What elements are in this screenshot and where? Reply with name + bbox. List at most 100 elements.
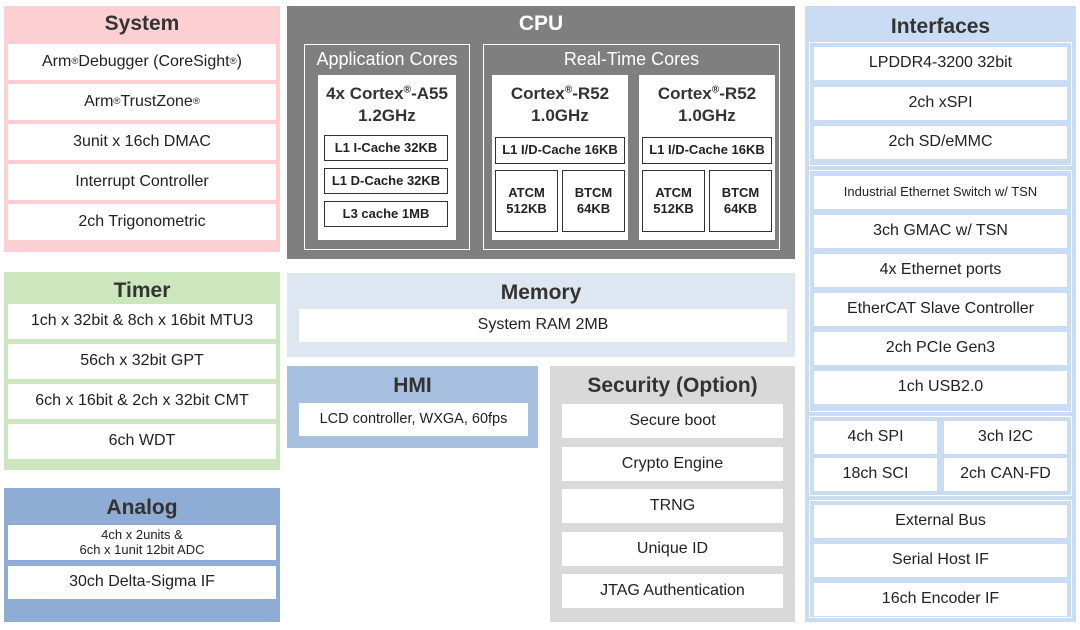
cortex-r52-name-post: -R52	[572, 84, 610, 103]
trng: TRNG	[562, 489, 783, 523]
jtag-authentication: JTAG Authentication	[562, 574, 783, 608]
lcd-controller: LCD controller, WXGA, 60fps	[299, 403, 528, 436]
cortex-r52-name-pre: Cortex	[657, 84, 712, 103]
cortex-a55-name-post: -A55	[411, 84, 448, 103]
analog-panel: Analog 4ch x 2units & 6ch x 1unit 12bit …	[4, 488, 280, 622]
cortex-r52-core: Cortex®-R52 1.0GHz L1 I/D-Cache 16KB ATC…	[639, 75, 775, 240]
can-fd: 2ch CAN-FD	[944, 458, 1067, 491]
ethernet-ports: 4x Ethernet ports	[814, 254, 1067, 287]
btcm: BTCM 64KB	[562, 170, 625, 232]
system-item-trustzone-text-mid: TrustZone	[120, 92, 193, 110]
timer-panel: Timer 1ch x 32bit & 8ch x 16bit MTU3 56c…	[4, 272, 280, 470]
system-item-debugger-text: Arm	[41, 52, 72, 70]
cortex-a55-name-pre: 4x Cortex	[326, 84, 404, 103]
security-title: Security (Option)	[587, 374, 758, 397]
system-panel: System Arm® Debugger (CoreSight®) Arm® T…	[4, 6, 280, 252]
atcm-size: 512KB	[653, 201, 694, 216]
btcm-size: 64KB	[576, 201, 611, 216]
i2c: 3ch I2C	[944, 421, 1067, 454]
analog-title: Analog	[106, 496, 178, 519]
serial-interfaces-group: 4ch SPI 3ch I2C 18ch SCI 2ch CAN-FD	[809, 416, 1072, 496]
cortex-r52-name-post: -R52	[719, 84, 757, 103]
interfaces-panel: Interfaces LPDDR4-3200 32bit 2ch xSPI 2c…	[805, 6, 1076, 622]
memory-title: Memory	[500, 281, 582, 304]
hmi-panel: HMI LCD controller, WXGA, 60fps	[287, 366, 538, 448]
system-title: System	[104, 12, 180, 35]
crypto-engine: Crypto Engine	[562, 447, 783, 481]
btcm-label: BTCM	[574, 184, 613, 200]
usb: 1ch USB2.0	[814, 371, 1067, 404]
system-item-trig: 2ch Trigonometric	[8, 204, 276, 240]
btcm-size: 64KB	[723, 201, 758, 216]
interfaces-title: Interfaces	[890, 15, 991, 38]
l1-icache: L1 I-Cache 32KB	[324, 135, 448, 161]
timer-item-mtu3: 1ch x 32bit & 8ch x 16bit MTU3	[8, 304, 276, 339]
real-time-cores-group: Real-Time Cores Cortex®-R52 1.0GHz L1 I/…	[483, 44, 780, 250]
system-ram: System RAM 2MB	[299, 309, 787, 342]
memory-panel: Memory System RAM 2MB	[287, 273, 795, 357]
bus-interfaces-group: External Bus Serial Host IF 16ch Encoder…	[809, 500, 1072, 618]
unique-id: Unique ID	[562, 532, 783, 566]
system-item-debugger-text-post: )	[236, 52, 242, 70]
cortex-r52-core: Cortex®-R52 1.0GHz L1 I/D-Cache 16KB ATC…	[492, 75, 628, 240]
analog-adc-line2: 6ch x 1unit 12bit ADC	[79, 541, 205, 557]
real-time-cores-title: Real-Time Cores	[563, 49, 700, 69]
network-interfaces-group: Industrial Ethernet Switch w/ TSN 3ch GM…	[809, 170, 1072, 412]
atcm-label: ATCM	[508, 184, 545, 200]
pcie: 2ch PCIe Gen3	[814, 332, 1067, 365]
cortex-r52-name: Cortex®-R52	[639, 84, 775, 104]
timer-title: Timer	[113, 279, 171, 302]
timer-item-gpt: 56ch x 32bit GPT	[8, 344, 276, 379]
serial-host-if: Serial Host IF	[814, 544, 1067, 577]
cortex-a55-name: 4x Cortex®-A55	[318, 84, 456, 104]
analog-item-adc: 4ch x 2units & 6ch x 1unit 12bit ADC	[8, 525, 276, 560]
cortex-a55-freq: 1.2GHz	[358, 106, 416, 125]
application-cores-group: Application Cores 4x Cortex®-A55 1.2GHz …	[304, 44, 470, 250]
system-item-debugger: Arm® Debugger (CoreSight®)	[8, 44, 276, 80]
secure-boot: Secure boot	[562, 404, 783, 438]
atcm-label: ATCM	[655, 184, 692, 200]
hmi-title: HMI	[393, 374, 432, 397]
lpddr4: LPDDR4-3200 32bit	[814, 47, 1067, 80]
timer-item-wdt: 6ch WDT	[8, 424, 276, 459]
system-item-interrupt: Interrupt Controller	[8, 164, 276, 200]
analog-item-delta-sigma: 30ch Delta-Sigma IF	[8, 566, 276, 599]
ethercat: EtherCAT Slave Controller	[814, 293, 1067, 326]
cortex-r52-name: Cortex®-R52	[492, 84, 628, 104]
system-item-dmac: 3unit x 16ch DMAC	[8, 124, 276, 160]
l3-cache: L3 cache 1MB	[324, 201, 448, 227]
system-item-trustzone: Arm® TrustZone®	[8, 84, 276, 120]
atcm-size: 512KB	[506, 201, 547, 216]
sci: 18ch SCI	[814, 458, 937, 491]
cortex-a55-core: 4x Cortex®-A55 1.2GHz L1 I-Cache 32KB L1…	[318, 75, 456, 240]
atcm: ATCM 512KB	[642, 170, 705, 232]
system-item-debugger-text-mid: Debugger (CoreSight	[78, 52, 230, 70]
atcm: ATCM 512KB	[495, 170, 558, 232]
timer-item-cmt: 6ch x 16bit & 2ch x 32bit CMT	[8, 384, 276, 419]
l1-id-cache: L1 I/D-Cache 16KB	[642, 137, 772, 164]
cpu-panel: CPU Application Cores 4x Cortex®-A55 1.2…	[287, 6, 795, 259]
l1-id-cache: L1 I/D-Cache 16KB	[495, 137, 625, 164]
security-panel: Security (Option) Secure boot Crypto Eng…	[550, 366, 795, 622]
ethernet-switch: Industrial Ethernet Switch w/ TSN	[814, 176, 1067, 209]
cortex-r52-freq: 1.0GHz	[678, 106, 736, 125]
btcm: BTCM 64KB	[709, 170, 772, 232]
system-item-trustzone-text: Arm	[84, 92, 114, 110]
l1-dcache: L1 D-Cache 32KB	[324, 168, 448, 194]
btcm-label: BTCM	[721, 184, 760, 200]
registered-mark: ®	[711, 84, 720, 96]
memory-interfaces-group: LPDDR4-3200 32bit 2ch xSPI 2ch SD/eMMC	[809, 42, 1072, 166]
cortex-r52-name-pre: Cortex	[510, 84, 565, 103]
analog-adc-line1: 4ch x 2units &	[101, 526, 183, 542]
application-cores-title: Application Cores	[316, 49, 458, 69]
xspi: 2ch xSPI	[814, 87, 1067, 120]
spi: 4ch SPI	[814, 421, 937, 454]
registered-mark: ®	[564, 84, 573, 96]
cpu-title: CPU	[518, 12, 564, 35]
registered-mark: ®	[403, 84, 412, 96]
sd-emmc: 2ch SD/eMMC	[814, 126, 1067, 159]
cortex-r52-freq: 1.0GHz	[531, 106, 589, 125]
external-bus: External Bus	[814, 505, 1067, 538]
encoder-if: 16ch Encoder IF	[814, 583, 1067, 616]
gmac: 3ch GMAC w/ TSN	[814, 215, 1067, 248]
